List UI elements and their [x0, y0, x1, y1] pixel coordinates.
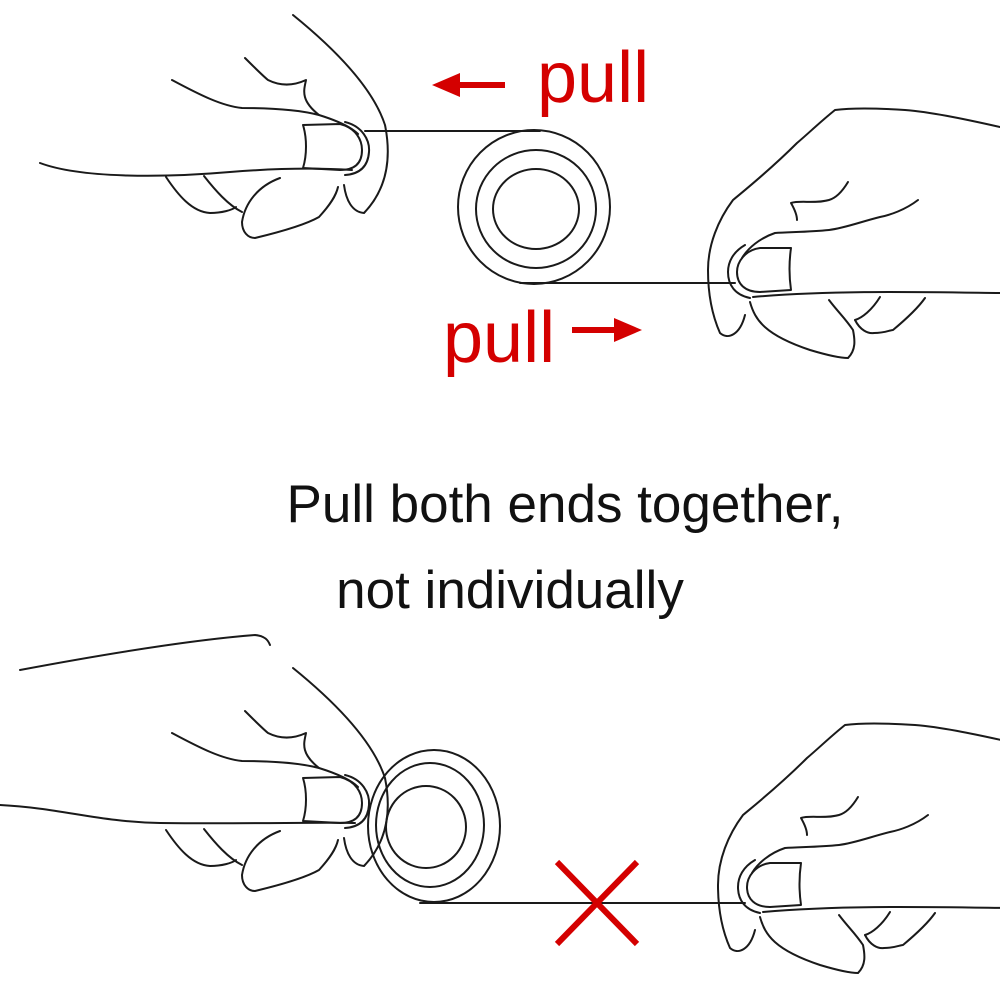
right-hand-bottom [717, 722, 1000, 974]
tape-roll-top [457, 129, 611, 285]
caption-line-2: not individually [336, 561, 684, 620]
right-hand [707, 107, 1000, 359]
x-mark-icon [554, 859, 640, 947]
arrow-left-icon [432, 73, 505, 97]
arrow-right-icon [572, 318, 642, 342]
tape-roll-bottom [367, 749, 501, 903]
left-forearm-bottom [19, 634, 271, 671]
caption-line-1: Pull both ends together, [286, 475, 844, 534]
top-scene: pull pull [39, 14, 1000, 378]
pull-label-left: pull [537, 38, 649, 118]
bottom-scene [0, 634, 1000, 974]
left-hand [165, 14, 389, 239]
left-forearm [39, 162, 353, 177]
left-hand-bottom [165, 667, 389, 892]
pull-label-right: pull [443, 298, 555, 378]
instruction-caption: Pull both ends together, not individuall… [0, 462, 1000, 634]
